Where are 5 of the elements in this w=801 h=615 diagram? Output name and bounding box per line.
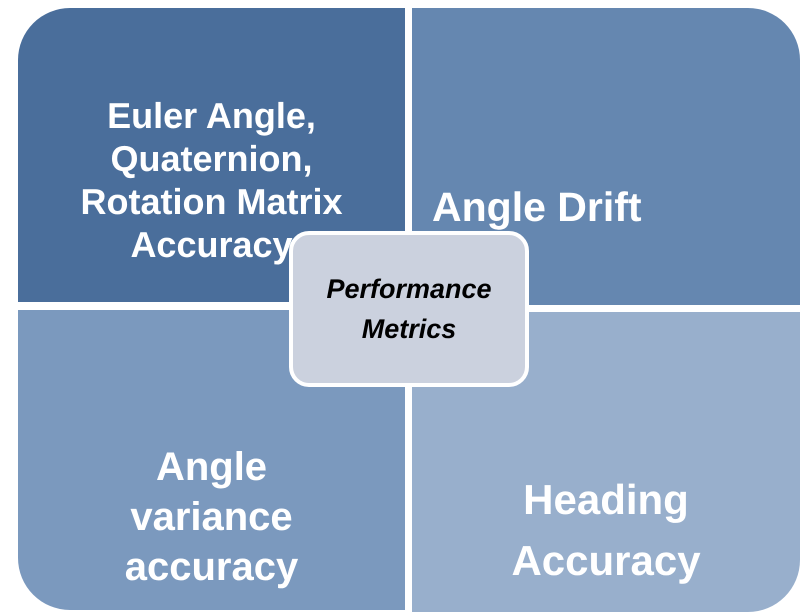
metric-title: Heading Accuracy (510, 474, 702, 586)
metric-title: Angle variance accuracy (124, 444, 300, 590)
center-title: Performance Metrics (325, 273, 493, 346)
metric-title: Angle Drift (432, 182, 642, 232)
metric-title: Euler Angle, Quaternion, Rotation Matrix Accuracy (79, 94, 344, 266)
